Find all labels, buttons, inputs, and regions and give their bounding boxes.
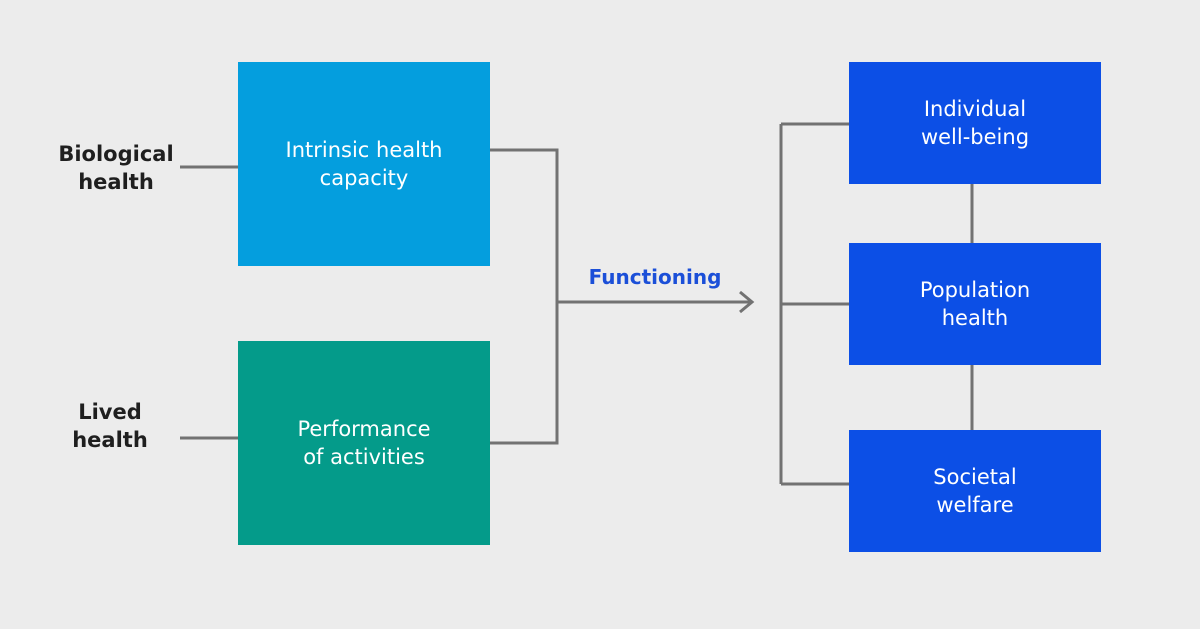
intrinsic-to-merge-line: [490, 148, 559, 302]
societal-welfare-box: Societal welfare: [849, 430, 1101, 552]
arrow-head-icon: [739, 290, 755, 314]
functioning-label: Functioning: [588, 265, 722, 289]
lived-health-label: Lived health: [72, 400, 148, 452]
biological-health-label: Biological health: [58, 142, 174, 194]
population-health-box: Population health: [849, 243, 1101, 365]
performance-to-merge-line: [490, 302, 559, 445]
performance-of-activities-box: Performance of activities: [238, 341, 490, 545]
intrinsic-health-capacity-box: Intrinsic health capacity: [238, 62, 490, 266]
individual-well-being-box: Individual well-being: [849, 62, 1101, 184]
